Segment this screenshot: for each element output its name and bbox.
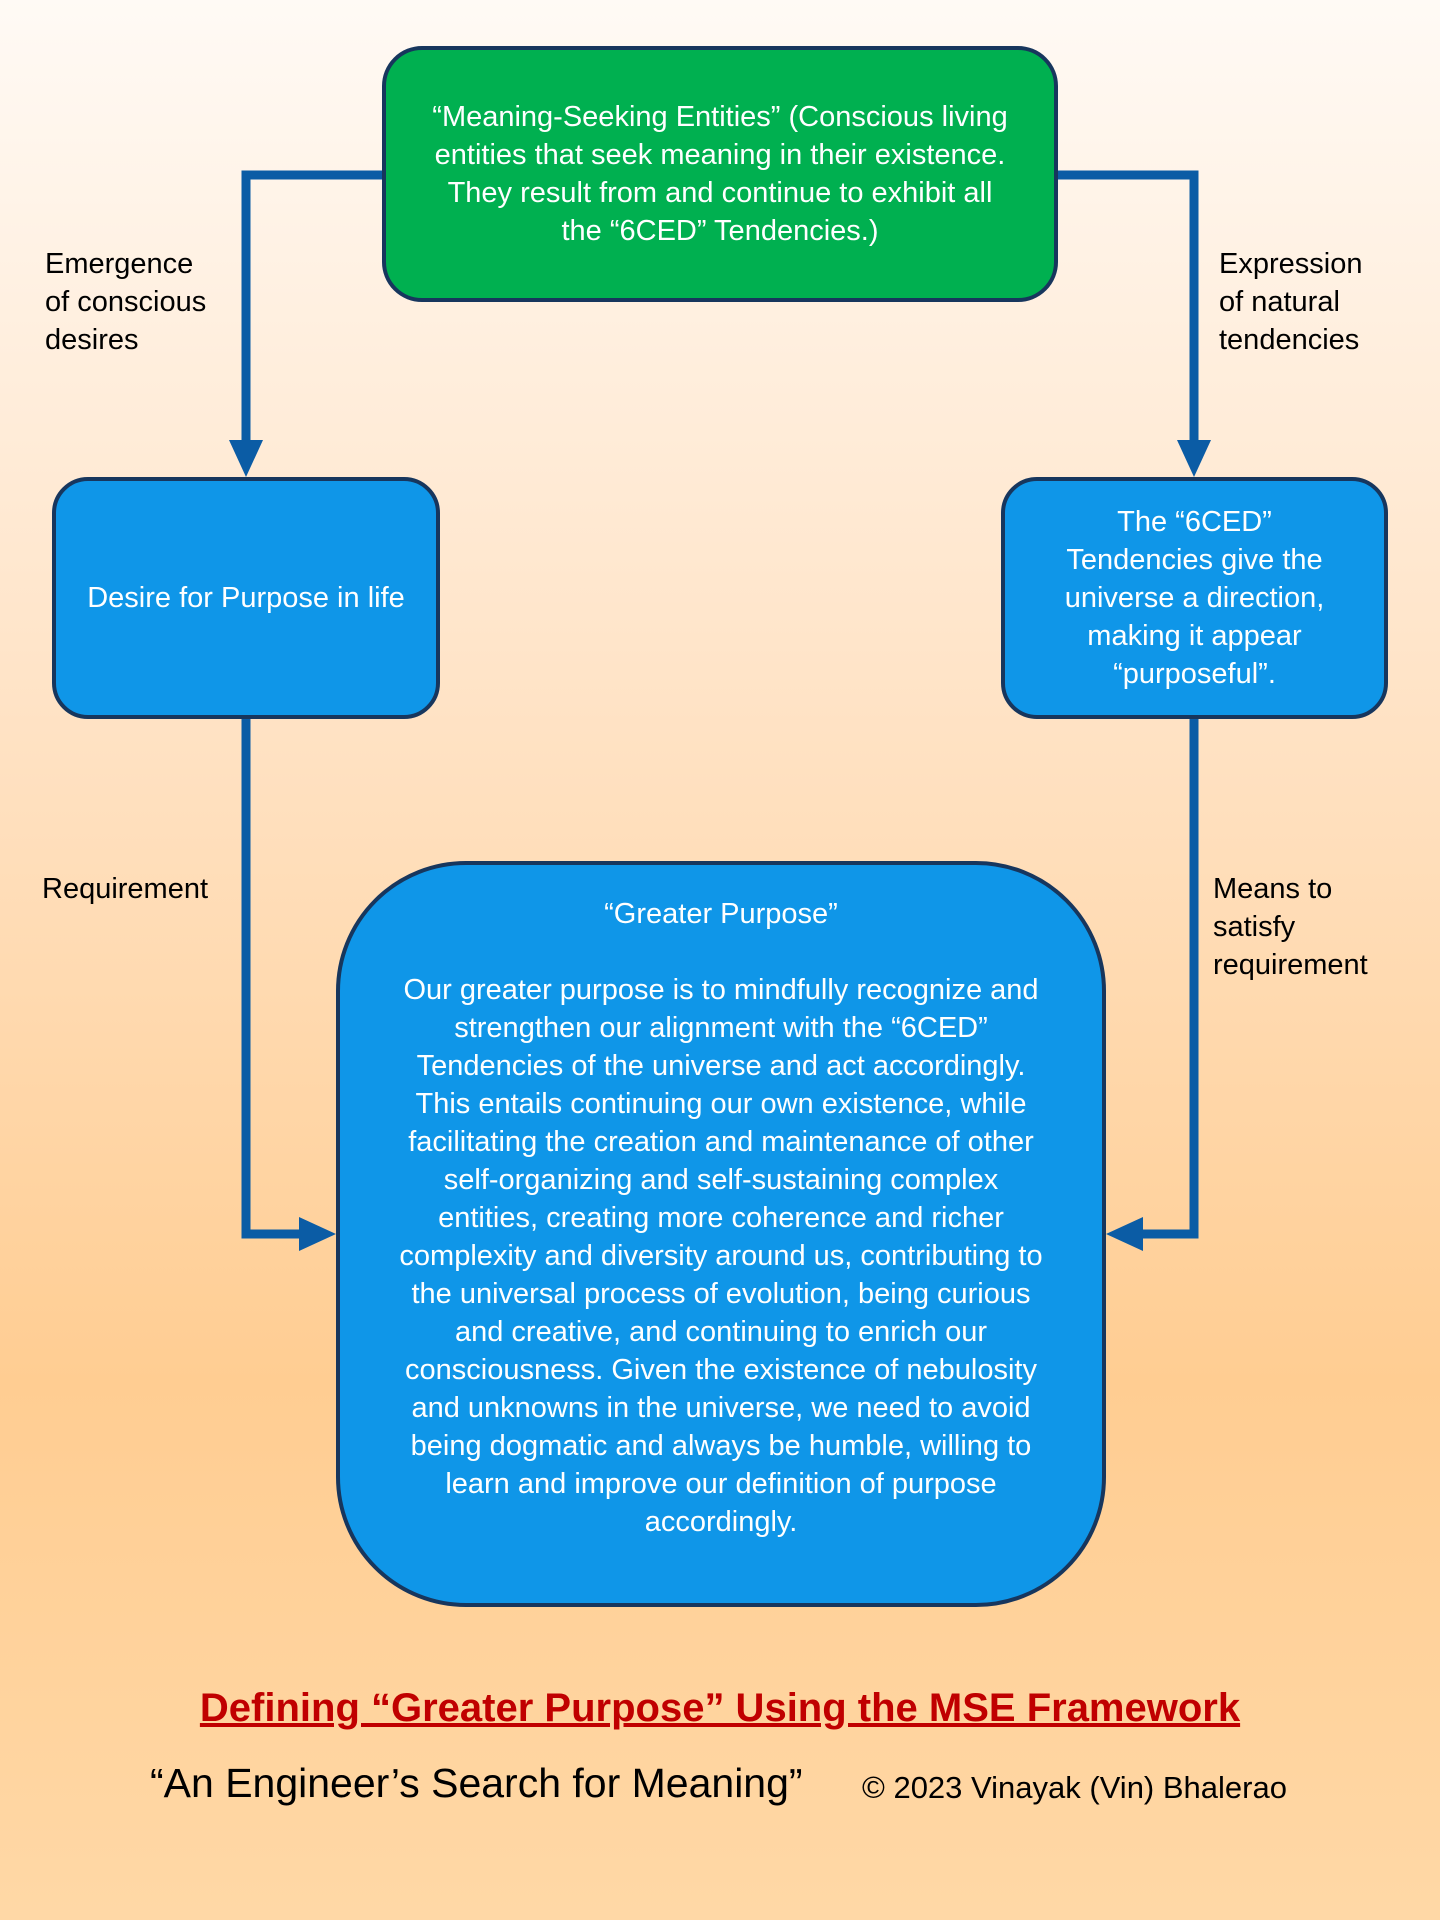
diagram-title: Defining “Greater Purpose” Using the MSE…: [199, 1686, 1241, 1730]
arrowhead-desire: [229, 440, 263, 477]
edge-label-line: requirement: [1213, 949, 1368, 981]
edge-label-emergence: Emergence of conscious desires: [45, 245, 206, 359]
copyright-notice: © 2023 Vinayak (Vin) Bhalerao: [862, 1770, 1287, 1805]
edge-label-requirement: Requirement: [42, 870, 208, 908]
greater-purpose-title: “Greater Purpose”: [604, 898, 838, 930]
edge-label-line: of natural: [1219, 286, 1340, 318]
node-mse-text: “Meaning-Seeking Entities” (Conscious li…: [432, 101, 1008, 247]
edge-label-line: Requirement: [42, 873, 209, 905]
arrowhead-tendencies: [1177, 440, 1211, 477]
node-greater-purpose: “Greater Purpose” Our greater purpose is…: [336, 861, 1106, 1607]
book-title: “An Engineer’s Search for Meaning”: [150, 1760, 803, 1806]
edge-label-line: tendencies: [1219, 324, 1360, 356]
arrow-mse-to-desire: [241, 170, 382, 440]
arrow-desire-to-greater: [241, 719, 302, 1239]
edge-label-line: desires: [45, 324, 139, 356]
greater-purpose-body: Our greater purpose is to mindfully reco…: [399, 974, 1043, 1538]
arrowhead-greater-left: [299, 1217, 336, 1251]
edge-label-line: Emergence: [45, 248, 194, 280]
arrow-tendencies-to-greater: [1140, 719, 1199, 1239]
node-desire-for-purpose: Desire for Purpose in life: [52, 477, 440, 719]
node-desire-text: Desire for Purpose in life: [87, 582, 405, 614]
edge-label-line: Expression: [1219, 248, 1363, 280]
edge-label-line: Means to: [1213, 873, 1333, 905]
node-meaning-seeking-entities: “Meaning-Seeking Entities” (Conscious li…: [382, 46, 1058, 302]
edge-label-means: Means to satisfy requirement: [1213, 870, 1368, 984]
node-tendencies-text: The “6CED” Tendencies give the universe …: [1064, 506, 1325, 690]
edge-label-expression: Expression of natural tendencies: [1219, 245, 1362, 359]
edge-label-line: of conscious: [45, 286, 207, 318]
node-6ced-tendencies: The “6CED” Tendencies give the universe …: [1001, 477, 1388, 719]
edge-label-line: satisfy: [1213, 911, 1296, 943]
arrowhead-greater-right: [1106, 1217, 1143, 1251]
arrow-mse-to-tendencies: [1058, 170, 1199, 440]
